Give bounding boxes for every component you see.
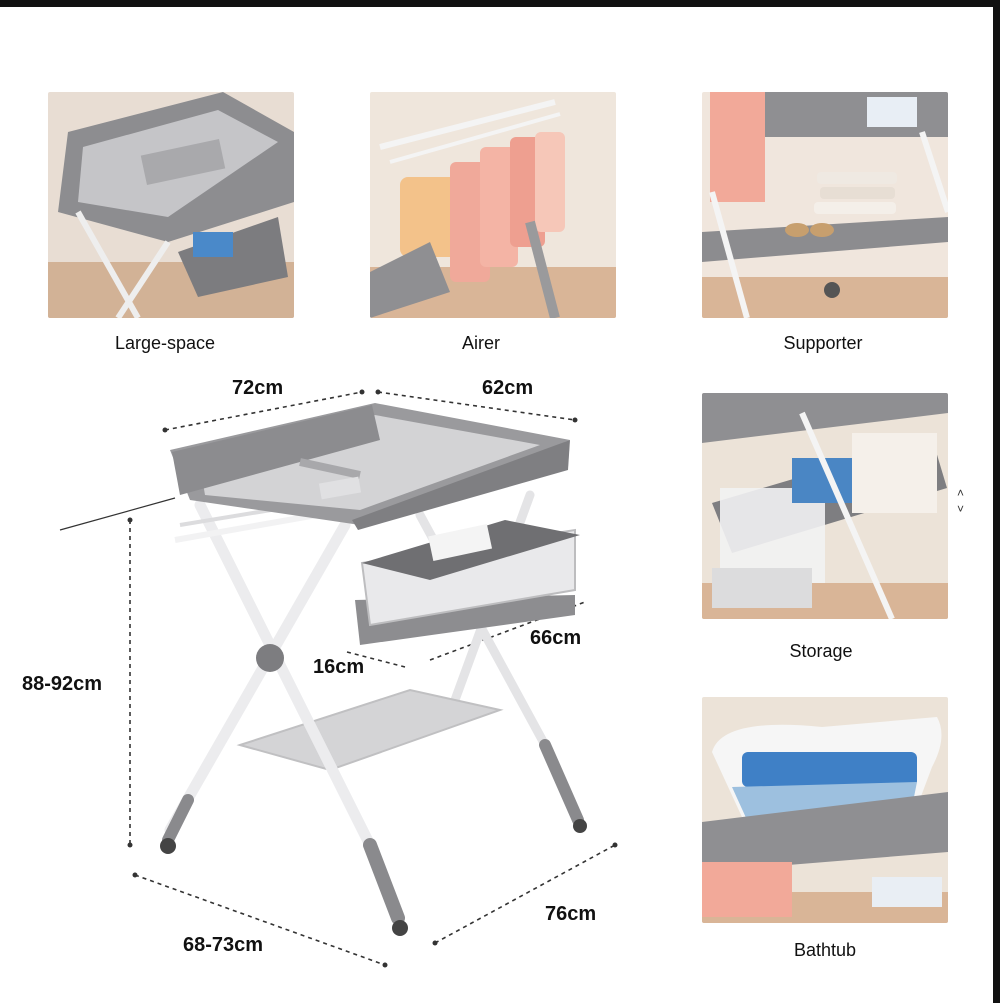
photo-large-space <box>48 92 294 318</box>
photo-storage <box>702 393 948 619</box>
caption-supporter: Supporter <box>783 333 863 353</box>
dim-base-width: 68-73cm <box>183 934 264 956</box>
dim-base-depth: 76cm <box>545 903 597 925</box>
dim-width-top: 72cm <box>232 377 284 399</box>
photo-airer <box>370 92 616 318</box>
caption-storage: Storage <box>789 641 853 661</box>
scroll-arrows[interactable]: ˄ ˅ <box>957 485 964 517</box>
photo-supporter <box>702 92 948 318</box>
dim-basket-width: 66cm <box>530 627 582 649</box>
frame-border-right <box>993 0 1000 1003</box>
photo-bathtub <box>702 697 948 923</box>
dim-depth-top: 62cm <box>482 377 534 399</box>
dim-basket-depth: 16cm <box>313 656 365 678</box>
chevron-down-icon[interactable]: ˅ <box>957 502 965 516</box>
dim-height: 88-92cm <box>22 673 103 695</box>
caption-large-space: Large-space <box>114 333 216 353</box>
chevron-up-icon[interactable]: ˄ <box>957 486 965 500</box>
caption-airer: Airer <box>461 333 500 353</box>
frame-border-top <box>0 0 1000 7</box>
caption-bathtub: Bathtub <box>793 940 857 960</box>
